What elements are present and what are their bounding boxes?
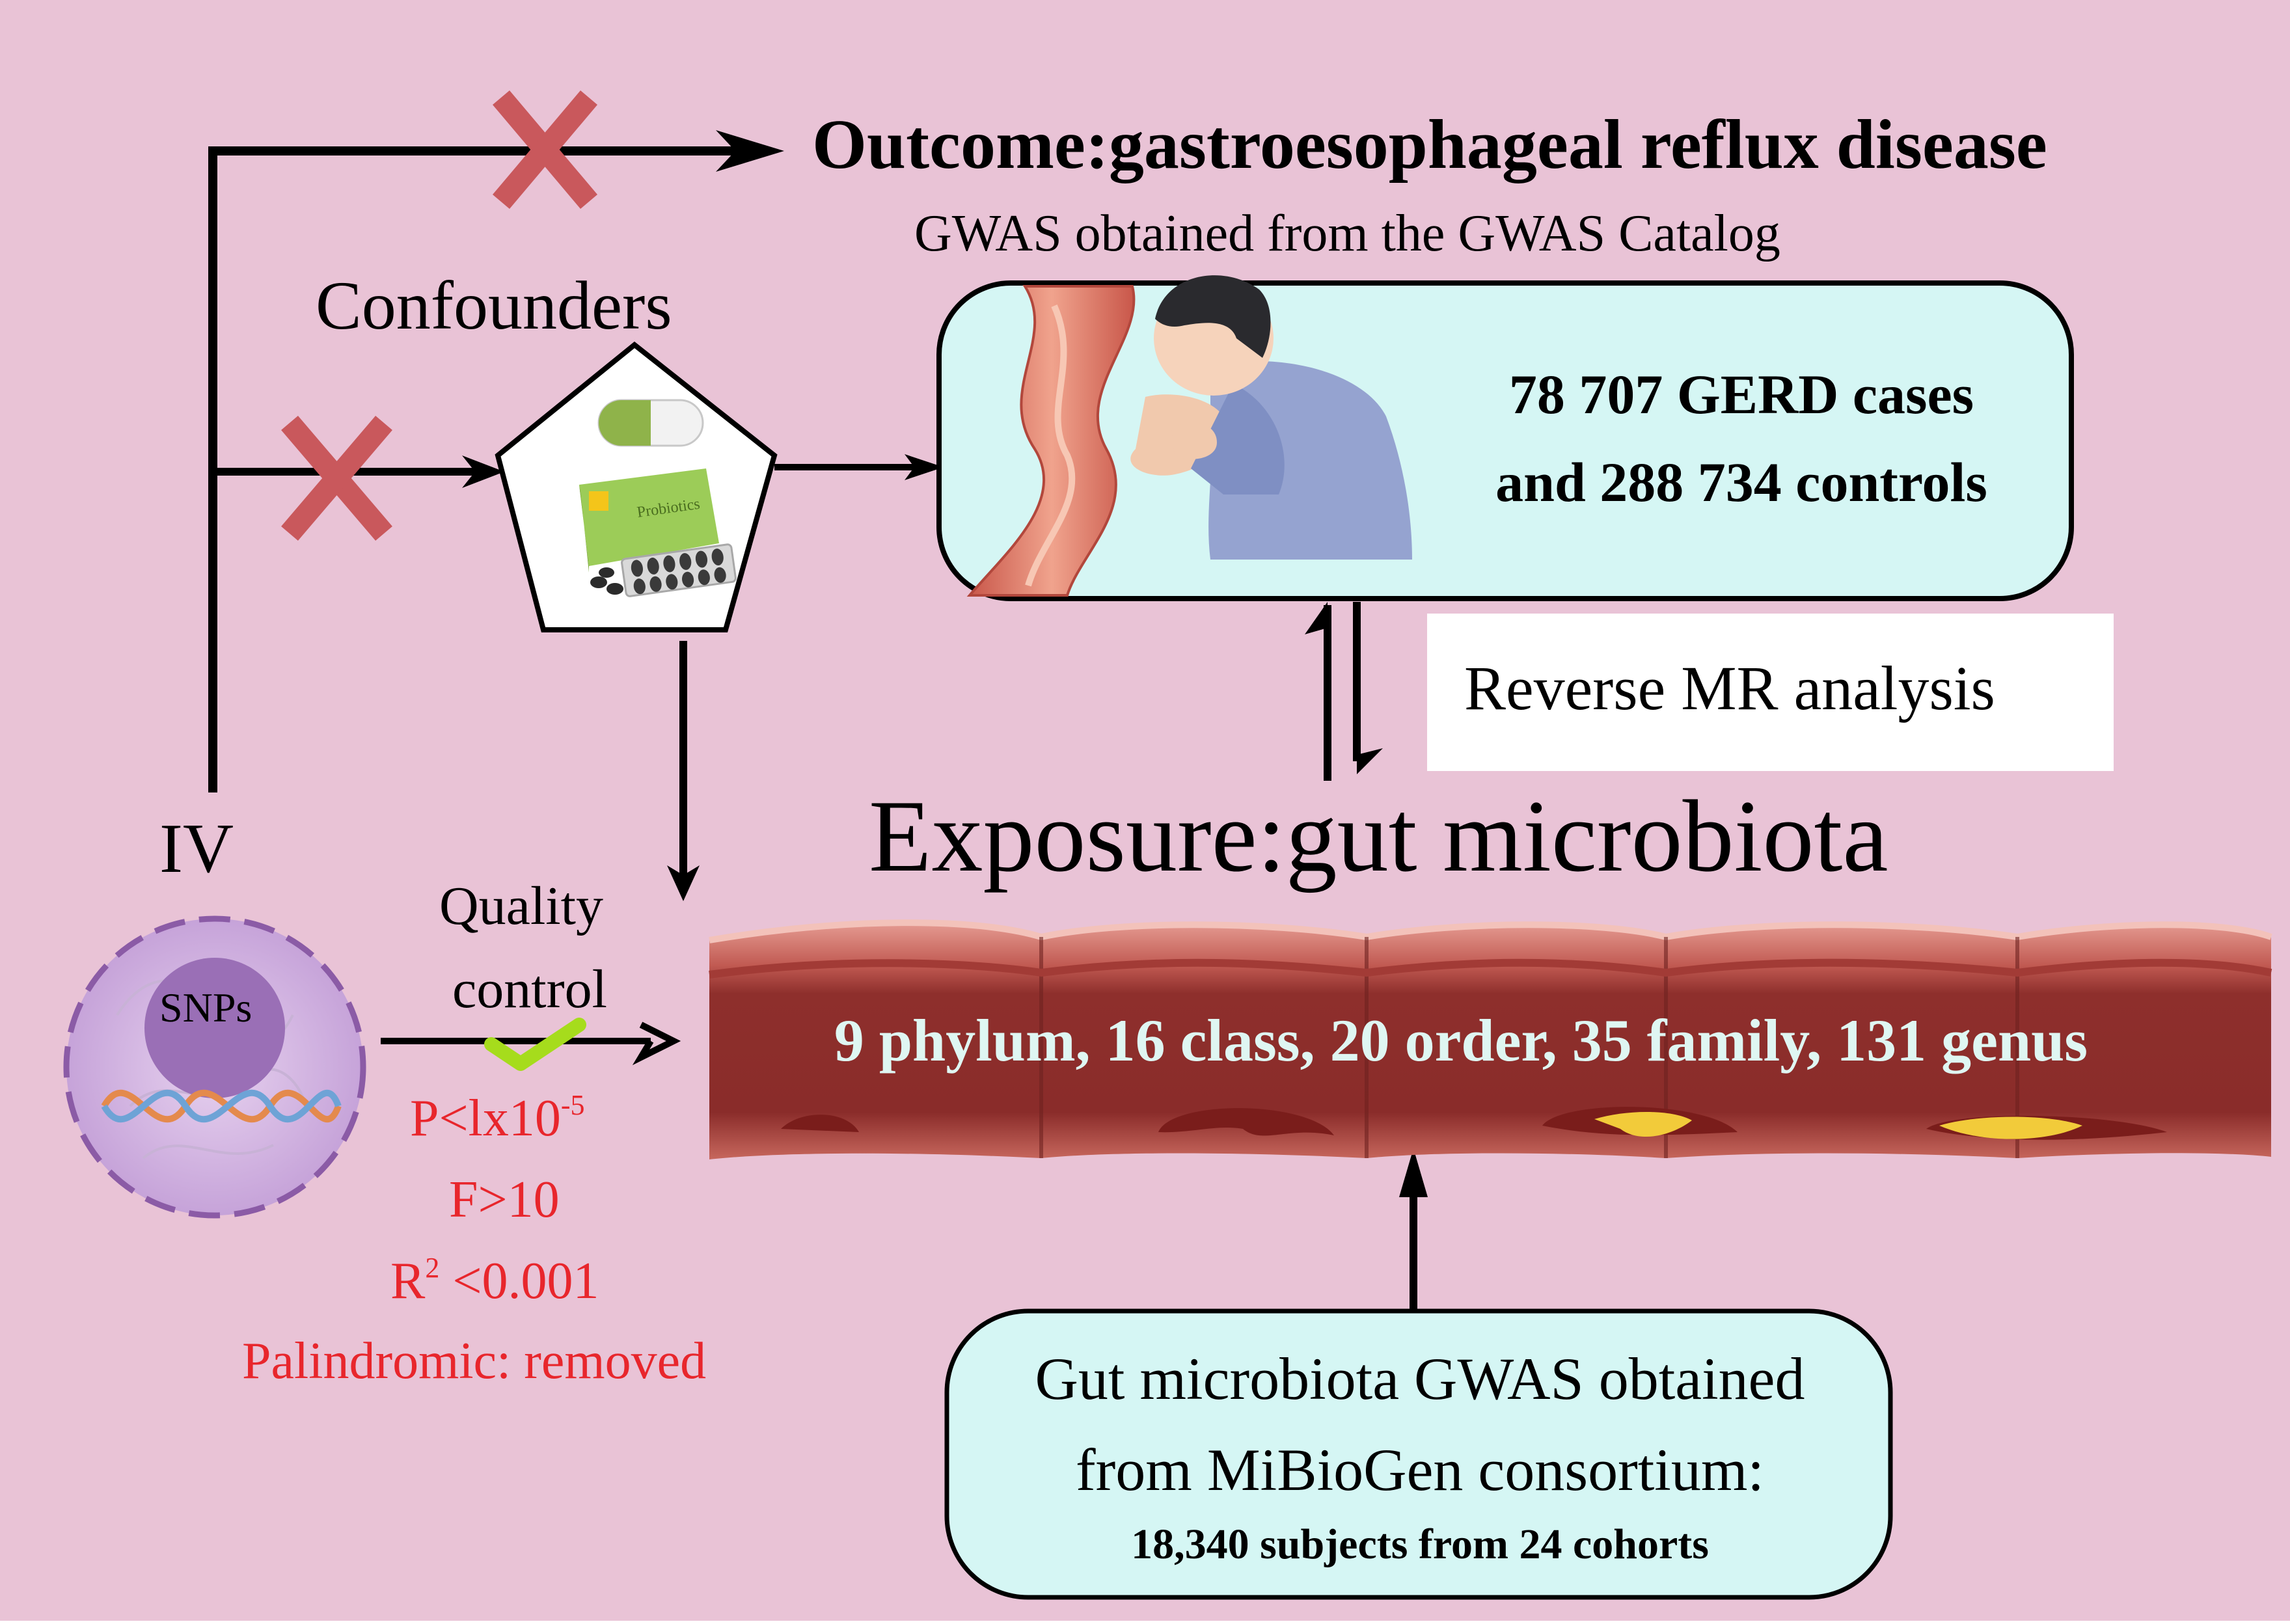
blister-pack-icon <box>590 543 737 597</box>
reverse-mr-label: Reverse MR analysis <box>1464 653 1995 723</box>
outcome-arrowhead <box>716 130 784 172</box>
confounders-to-outcome-line <box>774 454 944 480</box>
confounders-pentagon: Probiotics <box>495 341 778 632</box>
f-statistic: F>10 <box>449 1171 560 1228</box>
check-icon <box>484 1018 586 1071</box>
coughing-person-icon <box>1130 275 1412 560</box>
source-line2: from MiBioGen consortium: <box>1076 1437 1764 1503</box>
p-threshold: P<lx10-5 <box>410 1089 585 1147</box>
r2-value: <0.001 <box>439 1252 599 1310</box>
r2-base: R <box>390 1252 426 1310</box>
snps-label: SNPs <box>159 984 252 1031</box>
source-line3: 18,340 subjects from 24 cohorts <box>1131 1521 1709 1568</box>
probiotics-box-icon: Probiotics <box>579 468 719 573</box>
qc-label-line1: Quality <box>439 876 603 936</box>
mibiogen-source-box: Gut microbiota GWAS obtained from MiBioG… <box>944 1308 1893 1600</box>
p-threshold-exponent: -5 <box>561 1089 585 1121</box>
gerd-cohort-box: 78 707 GERD cases and 288 734 controls <box>936 275 2074 601</box>
qc-label-line2: control <box>452 959 607 1020</box>
capsule-icon <box>597 399 704 447</box>
source-line1: Gut microbiota GWAS obtained <box>1035 1346 1805 1412</box>
gerd-controls: and 288 734 controls <box>1495 451 1987 513</box>
reverse-mr-arrows <box>1305 602 1383 781</box>
snp-cell-icon: SNPs <box>63 915 366 1219</box>
gut-tube: 9 phylum, 16 class, 20 order, 35 family,… <box>709 919 2272 1159</box>
blocked-path-cross-middle <box>281 415 392 541</box>
outcome-subtitle: GWAS obtained from the GWAS Catalog <box>914 205 1780 262</box>
reverse-mr-box <box>1427 614 2114 771</box>
gerd-cases: 78 707 GERD cases <box>1509 363 1974 426</box>
blocked-path-cross-top <box>493 90 597 209</box>
iv-label: IV <box>159 810 234 887</box>
snps-to-exposure-line <box>381 1022 681 1066</box>
palindromic-rule: Palindromic: removed <box>242 1333 706 1390</box>
esophagus-icon <box>966 285 1136 597</box>
plaque-4-fat <box>1939 1116 2082 1139</box>
exposure-taxa: 9 phylum, 16 class, 20 order, 35 family,… <box>834 1007 2088 1074</box>
r2-exponent: 2 <box>425 1252 439 1284</box>
exposure-title: Exposure:gut microbiota <box>869 779 1888 893</box>
qc-criteria: P<lx10-5 F>10 R2 <0.001 Palindromic: rem… <box>242 1089 706 1390</box>
p-threshold-base: P<lx10 <box>410 1090 561 1147</box>
iv-to-outcome-line <box>208 130 784 792</box>
plaque-2 <box>1158 1108 1334 1136</box>
plaque-3-fat <box>1594 1111 1692 1137</box>
r2-threshold: R2 <0.001 <box>390 1252 599 1310</box>
outcome-title: Outcome:gastroesophageal reflux disease <box>812 106 2047 183</box>
confounders-label: Confounders <box>316 267 672 344</box>
confounders-to-exposure-line <box>667 641 700 901</box>
plaque-1 <box>781 1115 859 1132</box>
source-to-exposure-line <box>1399 1148 1428 1311</box>
